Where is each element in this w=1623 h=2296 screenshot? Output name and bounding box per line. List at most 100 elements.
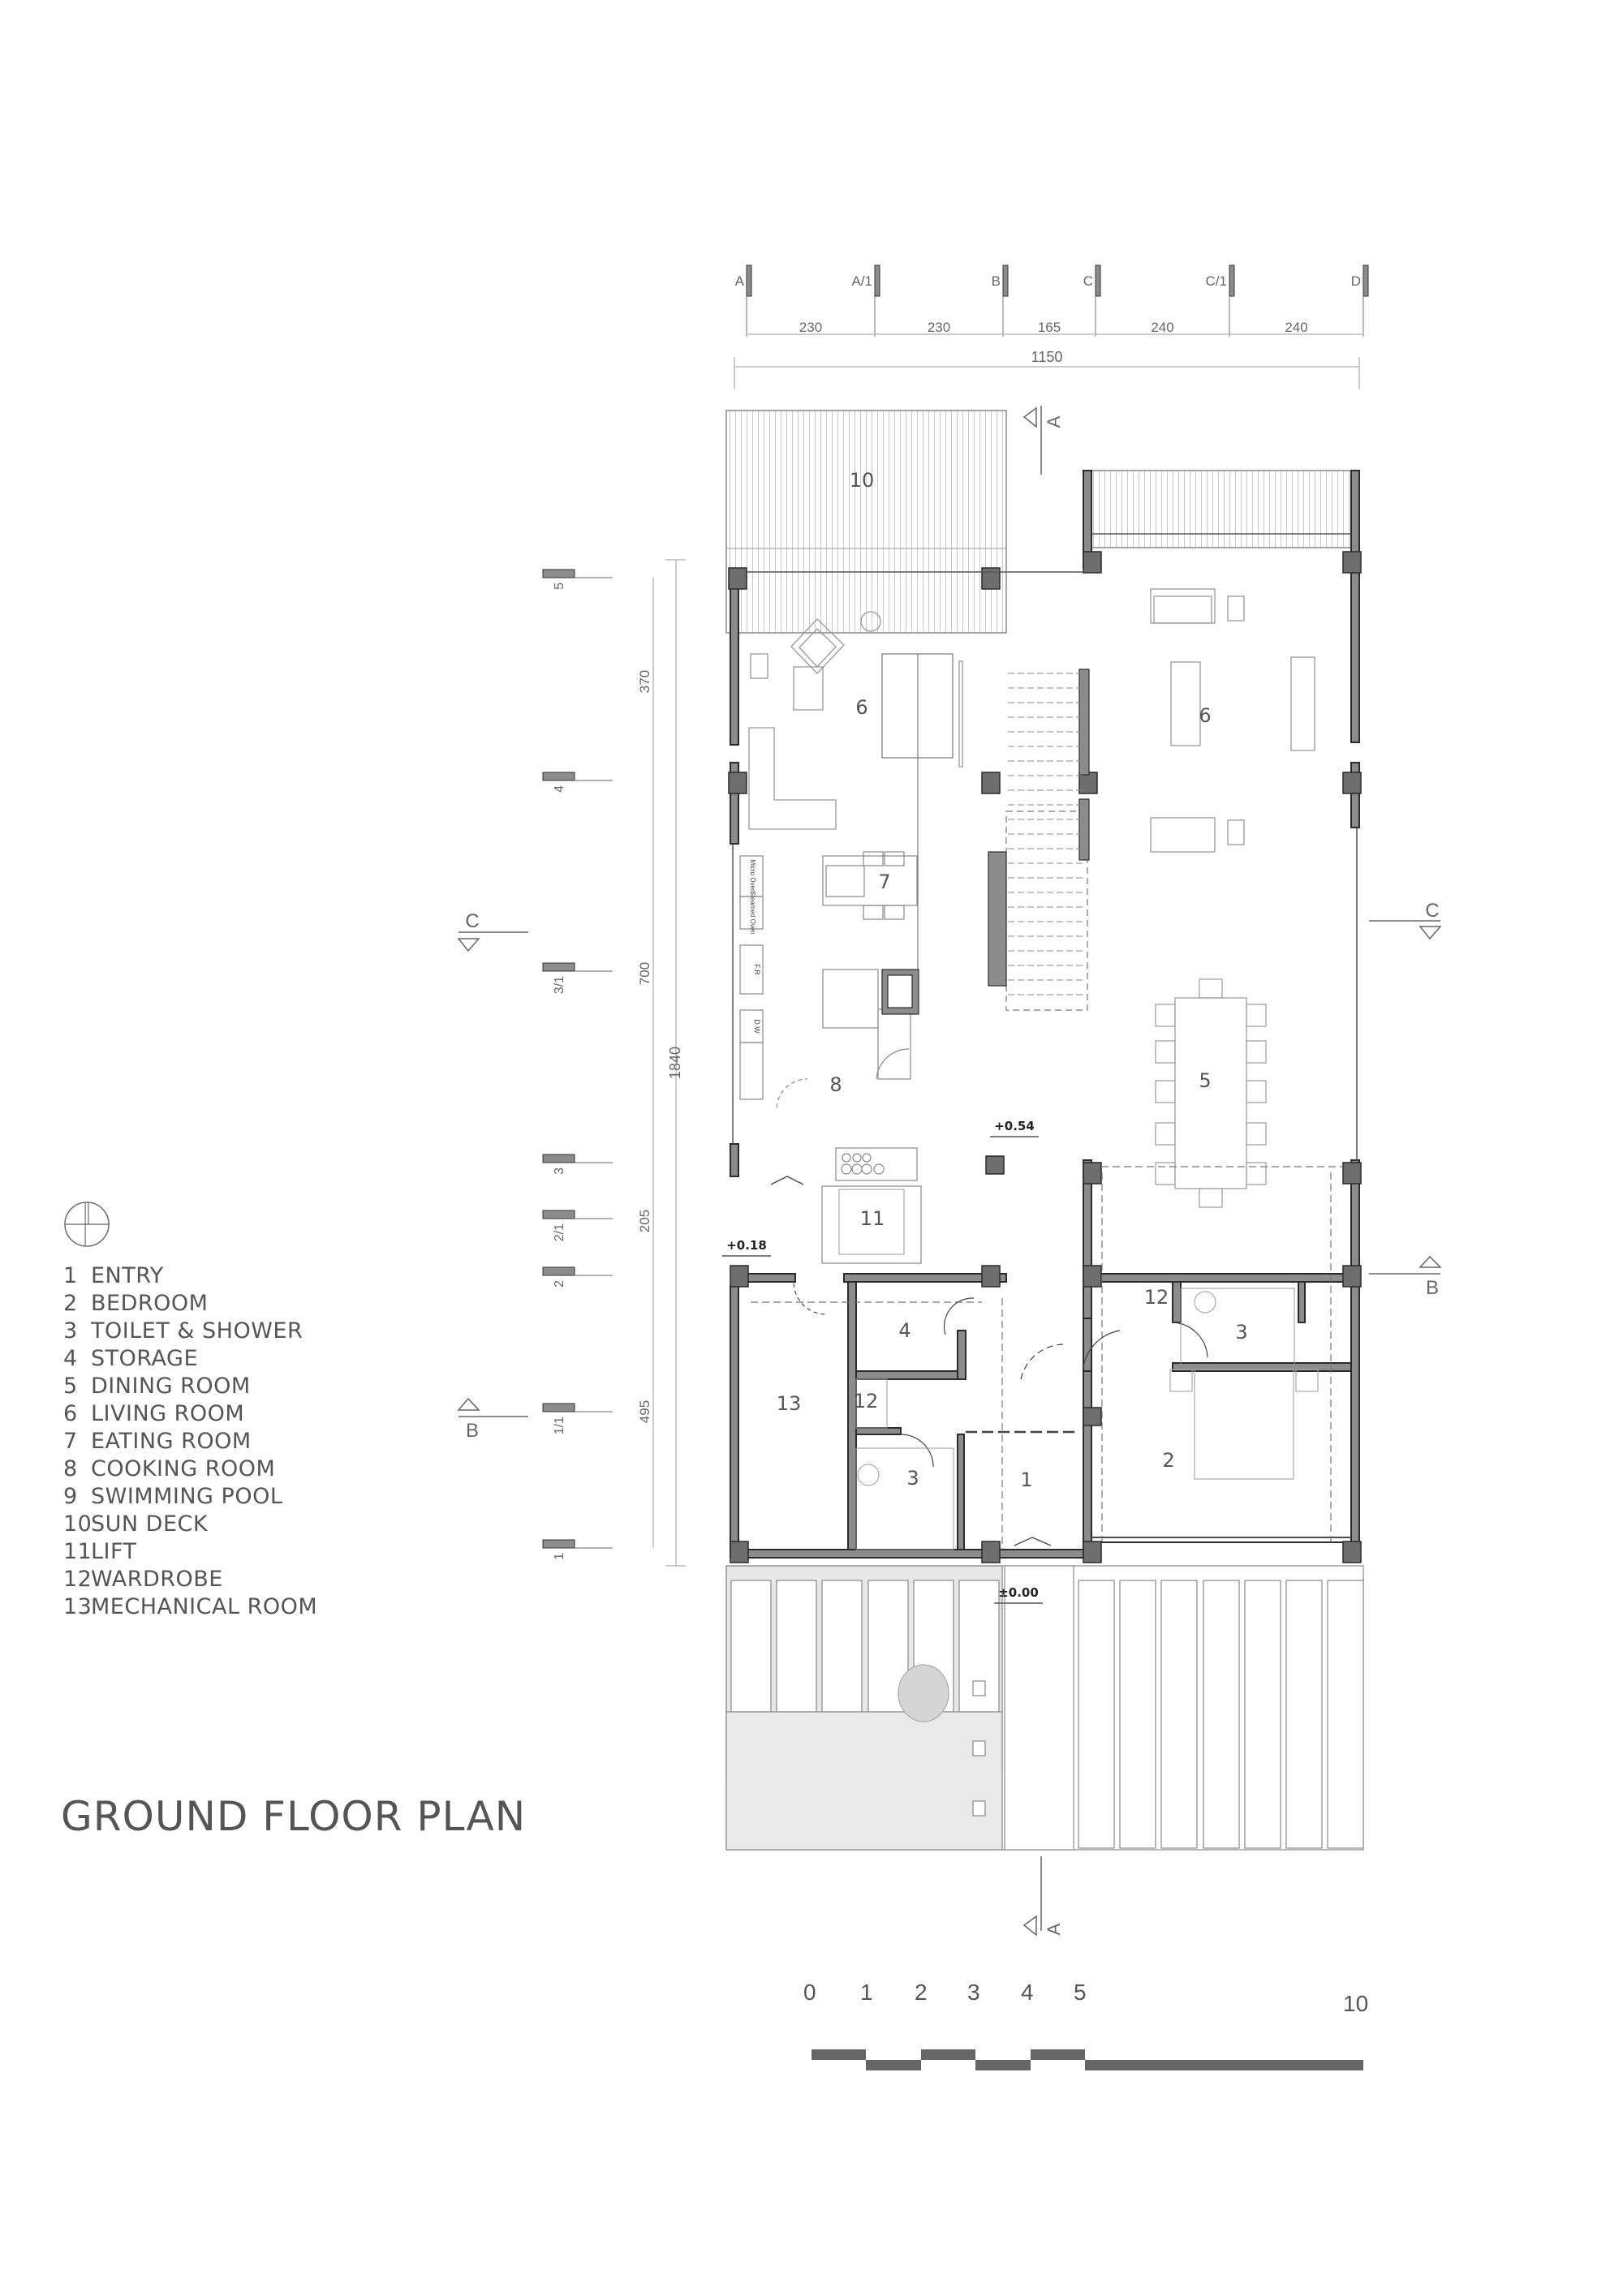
room-tag: 8	[829, 1073, 842, 1096]
legend-item: 4 STORAGE	[63, 1345, 317, 1373]
structural-columns	[728, 551, 1362, 1563]
legend-item: 5 DINING ROOM	[63, 1373, 317, 1400]
scale-tick-label: 1	[860, 1980, 873, 2005]
appliance-label-steamed-oven: Steamed Oven	[749, 891, 756, 934]
legend-number: 4	[63, 1346, 78, 1371]
section-marker-a-top	[1022, 406, 1042, 475]
section-marker-c-left	[457, 931, 528, 952]
scale-tick-label: 4	[1021, 1980, 1034, 2005]
section-marker-a-bottom	[1022, 1856, 1042, 1937]
sun-deck-left	[725, 410, 1007, 634]
grid-column-marker	[1095, 264, 1101, 297]
legend-item: 10SUN DECK	[63, 1511, 317, 1538]
legend-label: STORAGE	[91, 1346, 199, 1371]
legend-number: 3	[63, 1318, 78, 1344]
row-dimension: 370	[637, 670, 652, 693]
grid-column-label: A/1	[851, 273, 872, 289]
section-label-a-bottom: A	[1044, 1923, 1064, 1935]
legend-label: EATING ROOM	[91, 1429, 252, 1454]
grid-row-marker	[542, 1210, 575, 1219]
legend-number: 5	[63, 1374, 78, 1399]
legend-number: 8	[63, 1456, 78, 1481]
section-label-c-left: C	[465, 910, 479, 932]
grid-column-label: A	[735, 273, 745, 289]
grid-column-marker	[1002, 264, 1009, 297]
lift-shaft	[821, 1185, 922, 1264]
grid-column-label: C/1	[1206, 273, 1227, 289]
roof-outline-dashed	[751, 1166, 1343, 1550]
legend-label: COOKING ROOM	[91, 1456, 276, 1481]
room-tag: 7	[878, 871, 890, 893]
row-dimension: 205	[637, 1210, 652, 1232]
appliance-label-dishwasher: D.W	[753, 1019, 761, 1034]
legend-label: WARDROBE	[91, 1567, 223, 1592]
grid-row-label: 3	[553, 1167, 566, 1175]
grid-column-label: C	[1083, 273, 1093, 289]
level-mark: ±0.00	[998, 1585, 1039, 1600]
section-label-b-right: B	[1426, 1277, 1439, 1299]
legend-item: 11LIFT	[63, 1538, 317, 1566]
grid-column-label: B	[992, 273, 1001, 289]
column-dimension: 165	[1038, 320, 1061, 335]
column-dimension: 240	[1285, 320, 1307, 335]
room-tag: 4	[898, 1319, 911, 1342]
sun-deck-right	[1087, 470, 1360, 548]
section-label-a-top: A	[1044, 415, 1064, 428]
grid-column-label: D	[1351, 273, 1361, 289]
legend-number: 10	[63, 1511, 93, 1537]
legend-item: 7 EATING ROOM	[63, 1428, 317, 1455]
room-tag: 6	[1199, 704, 1211, 727]
scale-tick-label: 3	[967, 1980, 980, 2005]
section-marker-b-left	[457, 1397, 528, 1417]
legend-label: ENTRY	[91, 1263, 164, 1288]
room-tag: 6	[855, 696, 867, 719]
section-label-b-left: B	[466, 1420, 479, 1442]
grid-row-marker	[542, 772, 575, 781]
legend-label: TOILET & SHOWER	[91, 1318, 304, 1344]
section-marker-b-right	[1369, 1255, 1442, 1275]
legend-label: MECHANICAL ROOM	[91, 1594, 318, 1619]
glazing-lines	[732, 533, 1358, 1538]
room-tag: 12	[854, 1390, 879, 1412]
scale-tick-label: 2	[915, 1980, 928, 2005]
grid-row-marker	[542, 1154, 575, 1163]
front-paving	[725, 1565, 1364, 1851]
living-furniture	[748, 588, 1315, 853]
grid-row-label: 4	[553, 785, 566, 793]
room-tag: 5	[1199, 1069, 1211, 1092]
legend-label: LIFT	[91, 1539, 137, 1564]
level-mark: +0.18	[726, 1238, 767, 1253]
room-tag: 3	[906, 1467, 919, 1490]
overall-depth-dimension: 1840	[667, 1047, 683, 1079]
legend-item: 8 COOKING ROOM	[63, 1455, 317, 1483]
legend-label: SUN DECK	[91, 1511, 209, 1537]
column-dimension: 230	[928, 320, 950, 335]
room-tag: 13	[777, 1392, 802, 1415]
grid-column-marker	[1363, 264, 1369, 297]
grid-row-label: 2/1	[553, 1223, 566, 1241]
kitchen-fixtures	[739, 851, 919, 1181]
legend-label: LIVING ROOM	[91, 1401, 245, 1426]
grid-column-marker	[1229, 264, 1235, 297]
room-tag: 1	[1020, 1468, 1032, 1491]
section-marker-c-right	[1369, 920, 1442, 940]
dining-table	[1155, 978, 1267, 1208]
legend-number: 12	[63, 1567, 93, 1592]
legend-label: DINING ROOM	[91, 1374, 251, 1399]
left-dimension-lines	[652, 559, 686, 1567]
grid-column-marker	[746, 264, 752, 297]
grid-row-marker	[542, 569, 575, 578]
grid-row-label: 5	[553, 583, 566, 590]
grid-row-marker	[542, 1266, 575, 1276]
legend-number: 1	[63, 1263, 78, 1288]
section-label-c-right: C	[1425, 900, 1439, 922]
legend-number: 7	[63, 1429, 78, 1454]
scale-tick-label: 10	[1343, 1991, 1369, 2016]
entry-steps	[770, 1176, 1052, 1546]
